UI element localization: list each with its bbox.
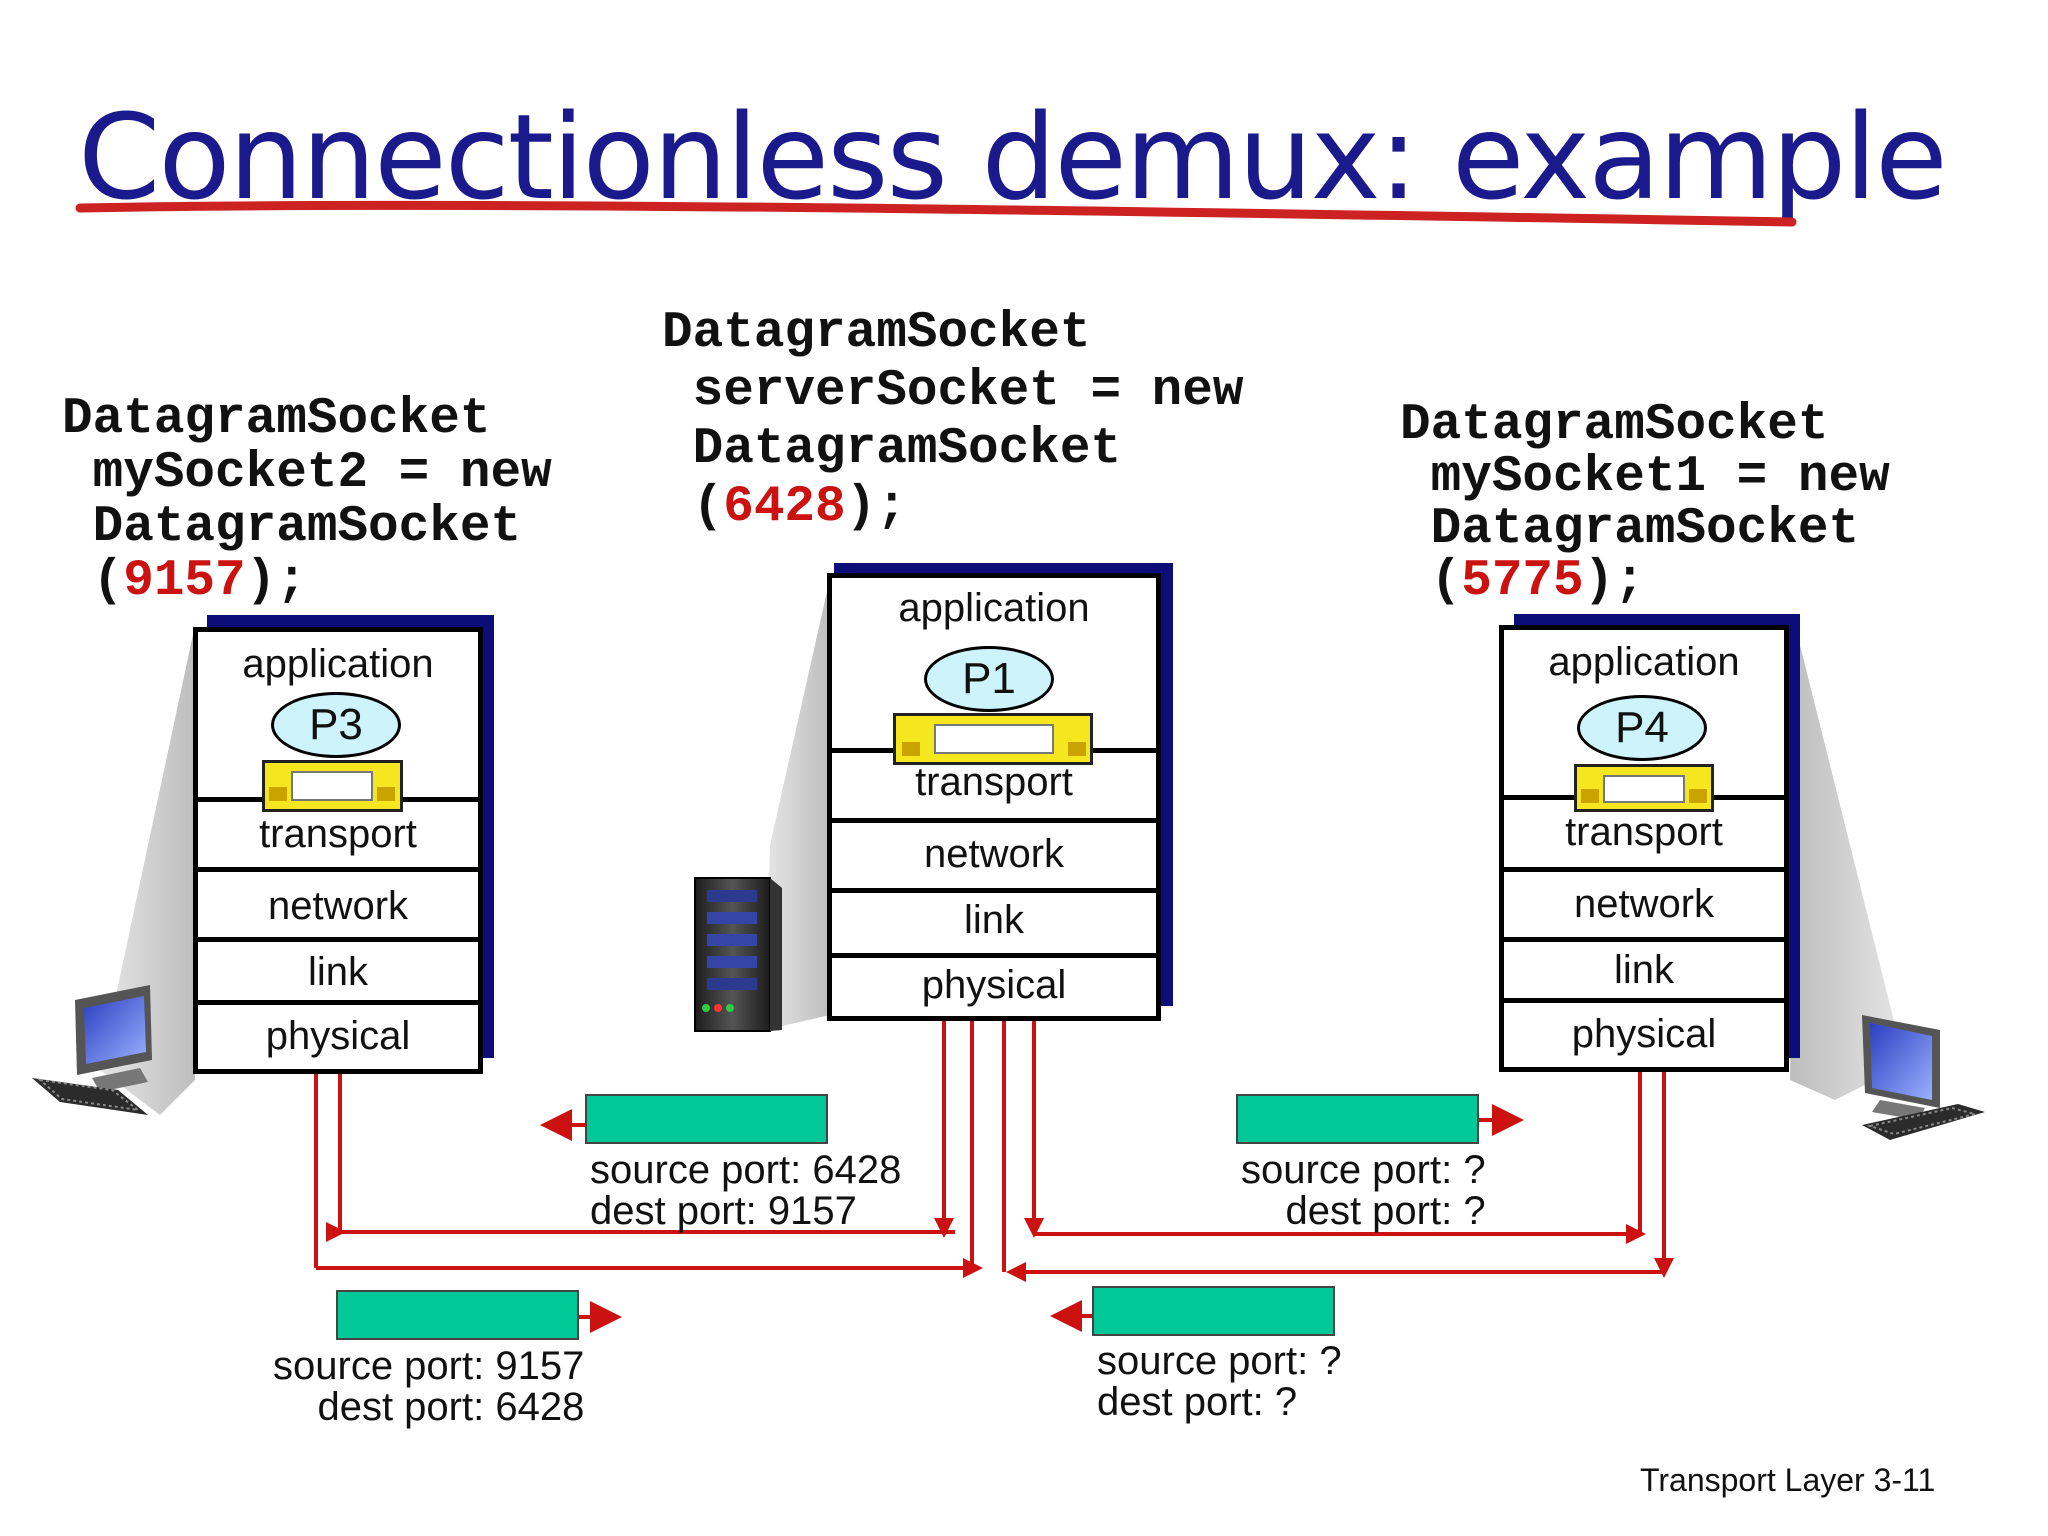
server-socket-code: DatagramSocket serverSocket = new Datagr… — [662, 305, 1244, 537]
segment-source-port: source port: ? — [1097, 1339, 1342, 1383]
right-code-open: ( — [1400, 553, 1462, 610]
segment-server-to-left-label: source port: 6428 dest port: 9157 — [590, 1150, 901, 1232]
server-layer-link: link — [963, 898, 1025, 942]
process-p1: P1 — [924, 646, 1054, 712]
segment-left-to-server — [336, 1290, 579, 1340]
slide-footer: Transport Layer 3-11 — [1640, 1462, 1935, 1499]
server-protocol-stack: application transport network link physi… — [827, 573, 1161, 1021]
server-tower-icon — [694, 877, 782, 1032]
right-port-number: 5775 — [1461, 553, 1584, 610]
right-socket-code: DatagramSocket mySocket1 = new DatagramS… — [1400, 400, 1890, 608]
right-divider — [1504, 937, 1784, 942]
left-layer-network: network — [267, 884, 409, 928]
left-computer-icon — [32, 985, 152, 1115]
left-layer-transport: transport — [259, 812, 417, 856]
left-socket-icon — [262, 760, 403, 812]
server-layer-network: network — [923, 832, 1065, 876]
right-socket-icon — [1574, 764, 1714, 812]
left-code-line-1: DatagramSocket — [62, 391, 491, 448]
left-code-open: ( — [62, 553, 124, 610]
segment-server-to-right-label: source port: ? dest port: ? — [1241, 1150, 1486, 1232]
left-socket-code: DatagramSocket mySocket2 = new DatagramS… — [62, 393, 552, 609]
server-code-line-2: serverSocket = new — [662, 363, 1244, 420]
server-code-close: ); — [845, 479, 907, 536]
segment-left-to-server-label: source port: 9157 dest port: 6428 — [273, 1346, 584, 1428]
server-divider — [832, 818, 1156, 823]
server-divider — [832, 888, 1156, 893]
right-layer-physical: physical — [1571, 1012, 1717, 1056]
right-computer-icon — [1862, 1015, 1985, 1140]
segment-right-to-server-label: source port: ? dest port: ? — [1097, 1341, 1342, 1423]
server-port-number: 6428 — [723, 479, 846, 536]
segment-dest-port: dest port: 6428 — [317, 1385, 585, 1429]
server-code-line-3: DatagramSocket — [662, 421, 1122, 478]
right-layer-link: link — [1613, 948, 1675, 992]
right-layer-application: application — [1548, 640, 1740, 684]
left-code-line-2: mySocket2 = new — [62, 445, 552, 502]
server-layer-transport: transport — [915, 760, 1073, 804]
right-code-line-2: mySocket1 = new — [1400, 449, 1890, 506]
server-layer-application: application — [898, 586, 1090, 630]
footer-section: Transport Layer — [1640, 1462, 1865, 1498]
right-divider — [1504, 998, 1784, 1003]
segment-right-to-server — [1092, 1286, 1335, 1336]
left-layer-physical: physical — [265, 1014, 411, 1058]
title-underline — [75, 200, 1797, 227]
server-socket-icon — [893, 713, 1093, 765]
right-layer-transport: transport — [1565, 810, 1723, 854]
server-code-open: ( — [662, 479, 724, 536]
server-code-line-1: DatagramSocket — [662, 305, 1091, 362]
segment-server-to-left — [585, 1094, 828, 1144]
segment-dest-port: dest port: 9157 — [590, 1189, 857, 1233]
server-divider — [832, 953, 1156, 958]
right-code-close: ); — [1583, 553, 1645, 610]
right-code-line-3: DatagramSocket — [1400, 501, 1860, 558]
left-divider — [198, 867, 478, 872]
segment-dest-port: dest port: ? — [1097, 1380, 1298, 1424]
right-layer-network: network — [1573, 882, 1715, 926]
right-divider — [1504, 867, 1784, 872]
left-layer-application: application — [242, 642, 434, 686]
process-p4: P4 — [1577, 695, 1707, 761]
process-p3: P3 — [271, 692, 401, 758]
left-port-number: 9157 — [123, 553, 246, 610]
server-layer-physical: physical — [921, 963, 1067, 1007]
segment-source-port: source port: 9157 — [273, 1344, 585, 1388]
right-beam — [1790, 625, 1905, 1100]
segment-source-port: source port: ? — [1241, 1148, 1486, 1192]
left-code-line-3: DatagramSocket — [62, 499, 522, 556]
right-protocol-stack: application transport network link physi… — [1499, 625, 1789, 1072]
segment-server-to-right — [1236, 1094, 1479, 1144]
left-divider — [198, 937, 478, 942]
right-code-line-1: DatagramSocket — [1400, 397, 1829, 454]
left-layer-link: link — [307, 950, 369, 994]
segment-dest-port: dest port: ? — [1285, 1189, 1486, 1233]
left-divider — [198, 1000, 478, 1005]
left-code-close: ); — [245, 553, 307, 610]
segment-source-port: source port: 6428 — [590, 1148, 902, 1192]
footer-page-number: 3-11 — [1873, 1462, 1936, 1498]
